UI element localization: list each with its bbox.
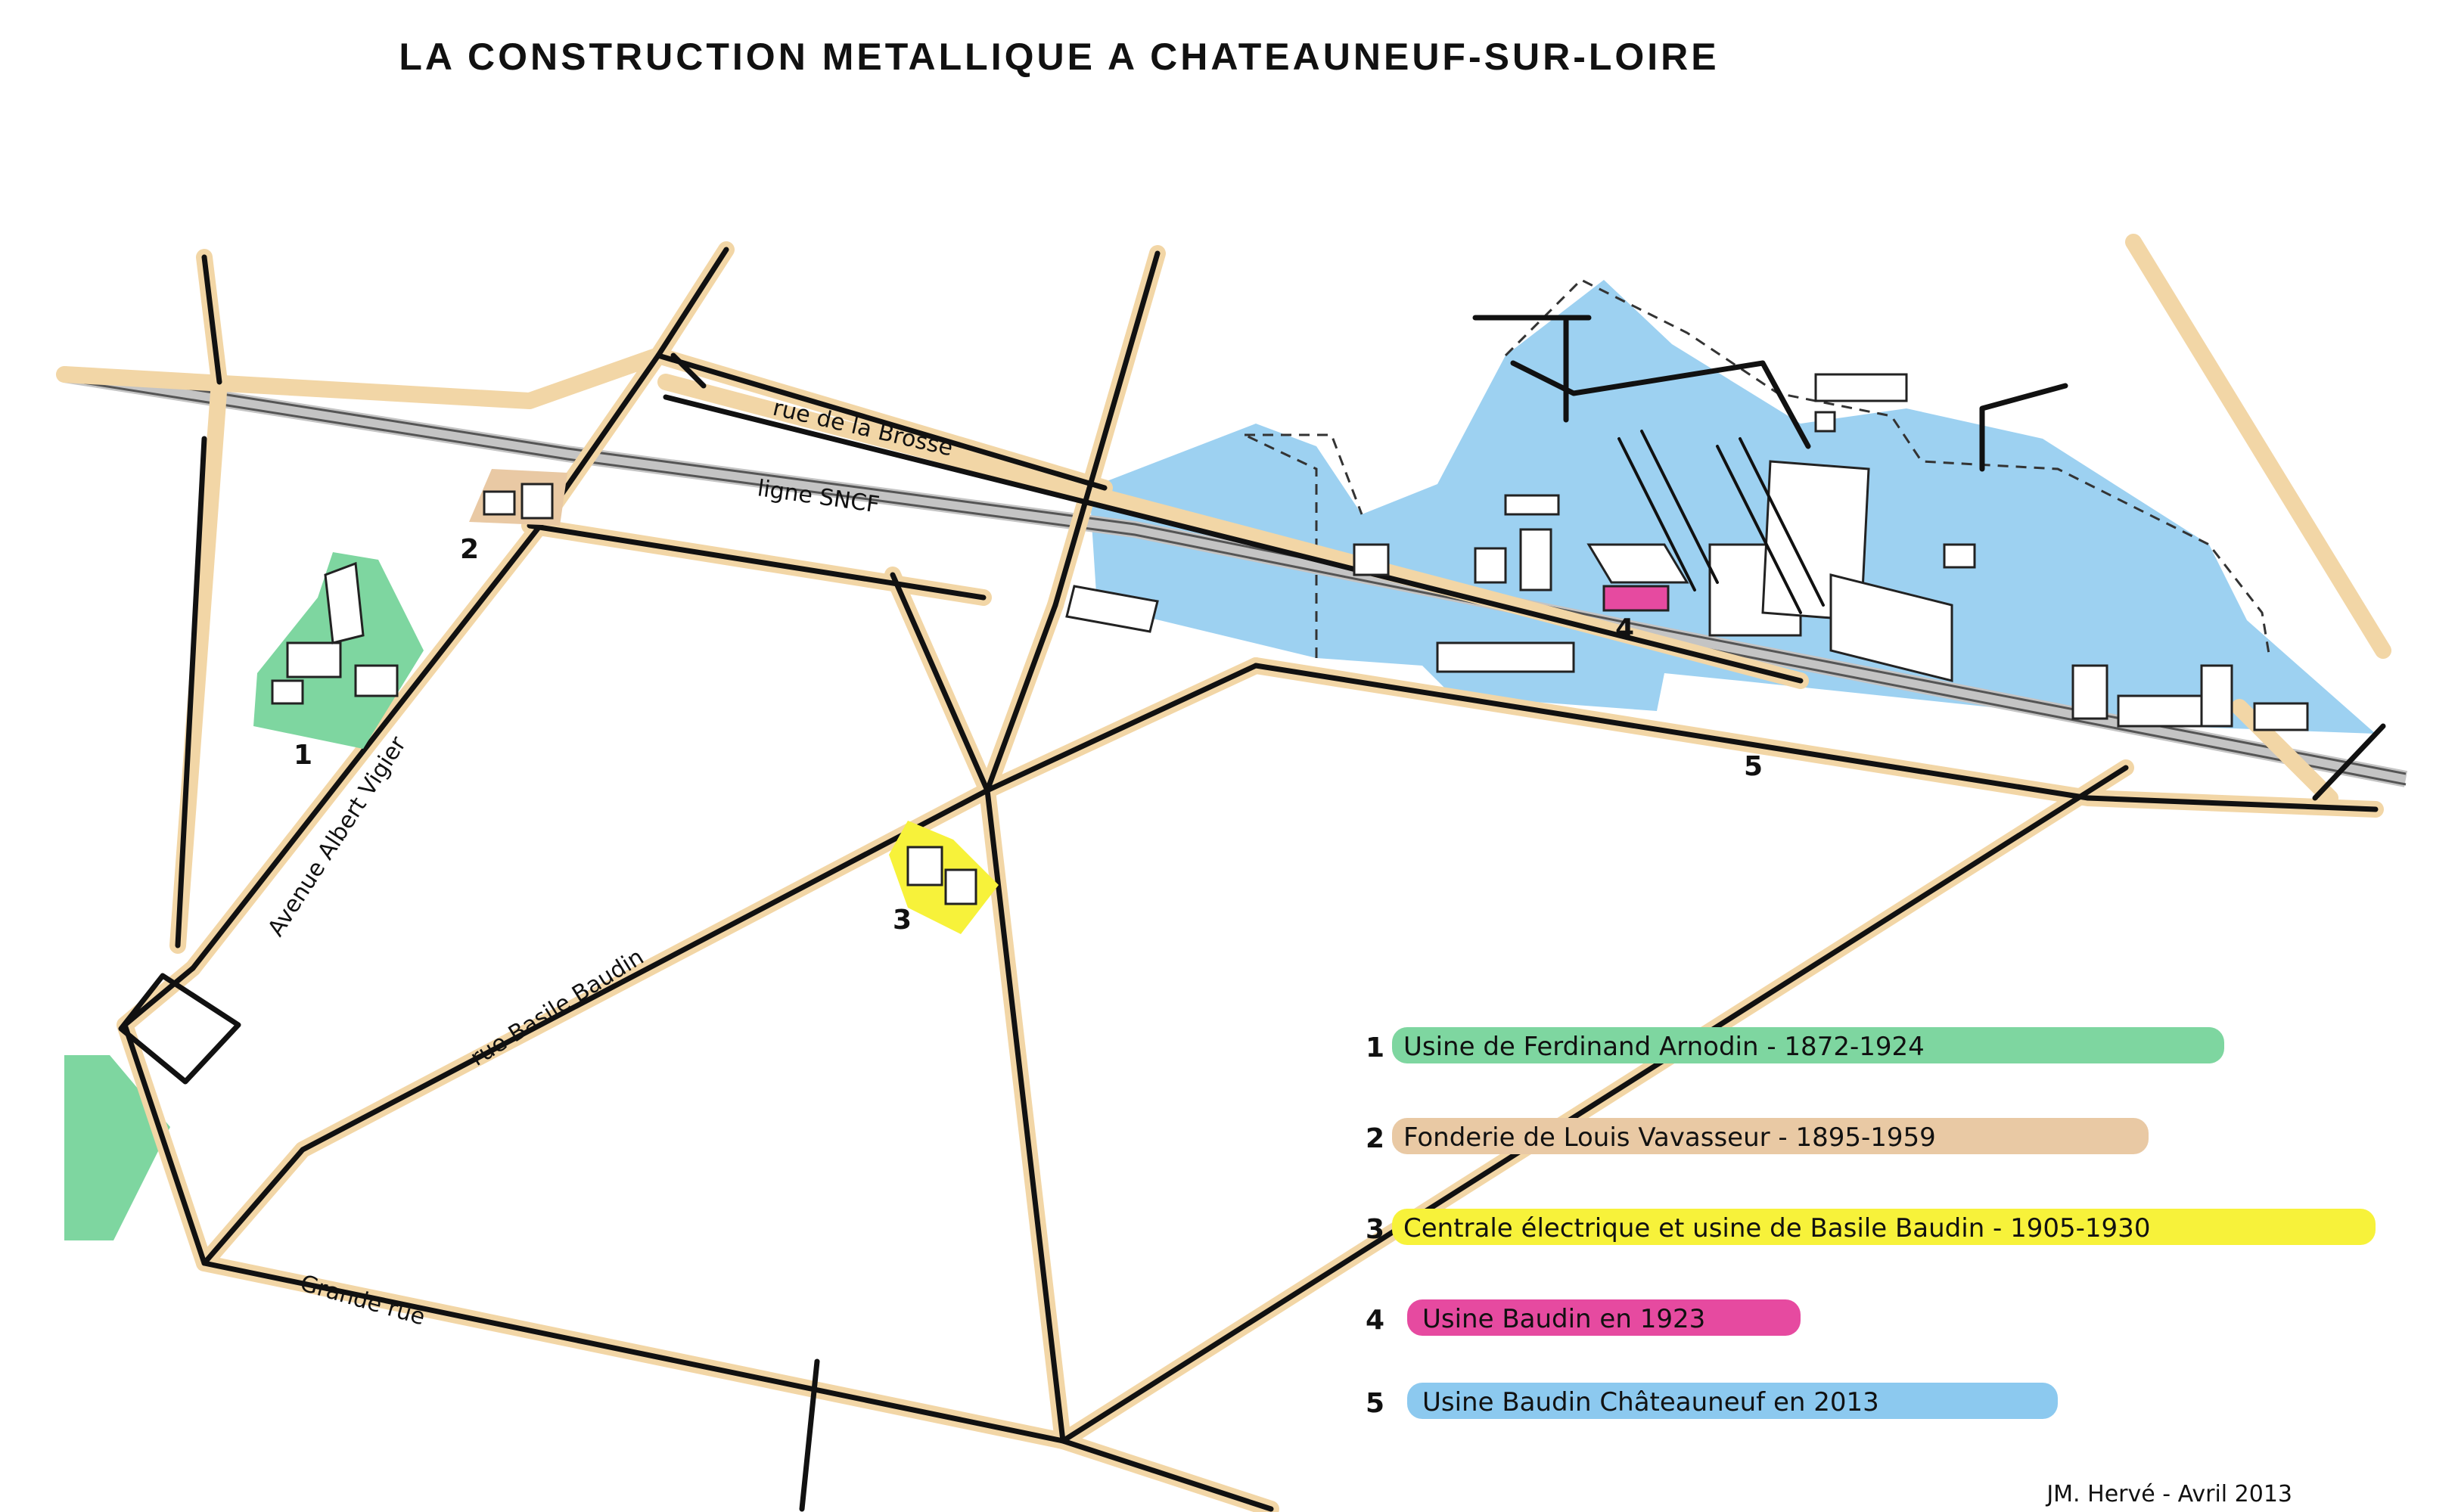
road-junction-stub [670, 352, 707, 389]
green-park [64, 1055, 170, 1240]
road-brosse-lower [663, 394, 1804, 684]
road-south-centre [984, 787, 1066, 1444]
road-south-stub [799, 1358, 820, 1512]
road-factory-north [1510, 360, 1811, 449]
road-east-end [2085, 795, 2379, 812]
road-factory-south [1253, 663, 2091, 801]
site-baudin-power-plant [889, 821, 999, 934]
map-title: LA CONSTRUCTION METALLIQUE A CHATEAUNEUF… [399, 36, 1719, 78]
marker-1: 1 [294, 740, 312, 771]
legend-item-3: 3 Centrale électrique et usine de Basile… [1366, 1209, 2376, 1245]
site-vavasseur-foundry [469, 469, 567, 526]
road-north-centre [1052, 250, 1161, 608]
legend-swatch-2 [1392, 1118, 2149, 1154]
railway-sncf [63, 366, 2408, 787]
label-grande-rue: Grande rue [297, 1270, 428, 1330]
legend-number-3: 3 [1366, 1214, 1384, 1245]
site-arnodin-factory [253, 552, 424, 749]
station-building [1065, 585, 1159, 633]
legend-item-5: 5 Usine Baudin Châteauneuf en 2013 [1366, 1383, 2058, 1419]
baudin-1923-building [1602, 585, 1670, 612]
road-square [118, 973, 241, 1085]
zone-baudin-2013-border [1244, 278, 2271, 659]
legend-number-5: 5 [1366, 1388, 1384, 1419]
legend-text-3: Centrale électrique et usine de Basile B… [1403, 1213, 2150, 1243]
legend-number-4: 4 [1366, 1305, 1384, 1336]
legend: 1 Usine de Ferdinand Arnodin - 1872-1924… [1366, 1027, 2376, 1419]
road-diagonal-east [1060, 765, 2129, 1444]
marker-3: 3 [893, 905, 912, 936]
zone-baudin-2013-fill [1089, 280, 2376, 734]
signature: JM. Hervé - Avril 2013 [2045, 1481, 2292, 1507]
label-rue-basile-baudin: rue Basile Baudin [466, 944, 649, 1072]
legend-swatch-5 [1407, 1383, 2058, 1419]
site-baudin-1923 [1602, 585, 1670, 612]
road-east-rail-cross [2312, 723, 2386, 801]
legend-number-2: 2 [1366, 1123, 1384, 1154]
legend-item-1: 1 Usine de Ferdinand Arnodin - 1872-1924 [1366, 1027, 2224, 1063]
legend-number-1: 1 [1366, 1032, 1384, 1063]
roads [118, 247, 2386, 1512]
road-south-of-rail [527, 523, 987, 601]
legend-swatch-4 [1407, 1299, 1801, 1336]
road-west-north [201, 254, 222, 385]
zone-baudin-2013 [1089, 278, 2376, 734]
legend-text-1: Usine de Ferdinand Arnodin - 1872-1924 [1403, 1032, 1925, 1062]
road-grande-rue [122, 965, 1274, 1512]
marker-4: 4 [1615, 613, 1634, 644]
legend-text-4: Usine Baudin en 1923 [1422, 1304, 1705, 1334]
marker-5: 5 [1744, 751, 1763, 782]
label-avenue-albert-vigier: Avenue Albert Vigier [263, 731, 412, 941]
legend-text-5: Usine Baudin Châteauneuf en 2013 [1422, 1387, 1879, 1417]
factory-buildings [1353, 315, 2309, 731]
road-west [175, 436, 207, 948]
marker-2: 2 [460, 534, 479, 565]
legend-swatch-3 [1392, 1209, 2376, 1245]
legend-swatch-1 [1392, 1027, 2224, 1063]
road-rue-basile-baudin [201, 663, 1259, 1266]
legend-item-2: 2 Fonderie de Louis Vavasseur - 1895-195… [1366, 1118, 2149, 1154]
legend-item-4: 4 Usine Baudin en 1923 [1366, 1299, 1801, 1336]
legend-text-2: Fonderie de Louis Vavasseur - 1895-1959 [1403, 1122, 1936, 1153]
road-avenue-albert-vigier [190, 247, 729, 971]
road-rue-de-la-brosse [655, 352, 1108, 491]
